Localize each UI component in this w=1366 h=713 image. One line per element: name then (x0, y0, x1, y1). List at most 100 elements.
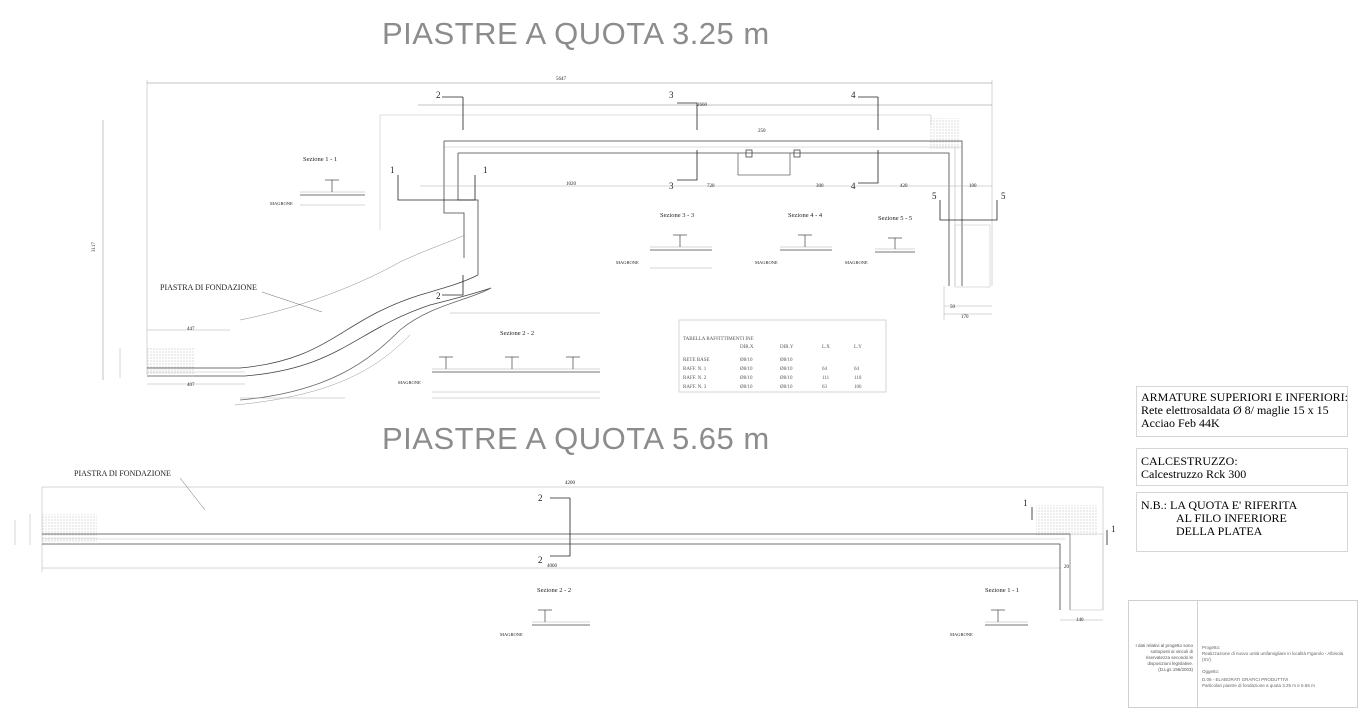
cut-mark-5: 5 (932, 191, 937, 201)
table-header: L.Y (854, 345, 862, 350)
cut-mark-5: 5 (1001, 191, 1006, 201)
dim-250: 250 (758, 129, 766, 134)
progetto-text: Realizzazione di nuovo unità unifamiglia… (1202, 651, 1344, 662)
section-1-1-title: Sezione 1 - 1 (303, 156, 337, 163)
dim-720: 720 (707, 184, 715, 189)
dim-300: 300 (816, 184, 824, 189)
section-details-bottom (532, 609, 1028, 626)
table-cell: 64 (854, 367, 860, 372)
dim-3117: 3117 (92, 242, 97, 252)
section-details-top (300, 179, 915, 399)
cut-mark-2: 2 (538, 493, 543, 503)
magrone-label: MAGRONE (845, 260, 868, 265)
section-1-1-bottom-title: Sezione 1 - 1 (985, 587, 1019, 594)
section-4-4-title: Sezione 4 - 4 (788, 212, 823, 219)
top-plan (102, 80, 998, 406)
table-cell: 63 (822, 385, 828, 390)
cut-mark-3: 3 (669, 181, 674, 191)
magrone-label: MAGRONE (398, 380, 421, 385)
table-cell: Ø8/10 (740, 358, 753, 363)
section-2-2-title: Sezione 2 - 2 (500, 330, 534, 337)
table-cell: RAFF. N. 2 (683, 376, 707, 381)
dim-4060: 4060 (547, 564, 558, 569)
note-armature: ARMATURE SUPERIORI E INFERIORI: Rete ele… (1136, 386, 1348, 437)
cut-mark-4: 4 (851, 181, 856, 191)
dim-overall-bottom: 4200 (565, 481, 576, 486)
note-calcestruzzo: CALCESTRUZZO: Calcestruzzo Rck 300 (1136, 448, 1348, 486)
table-cell: 64 (822, 367, 828, 372)
table-title: TABELLA RAFFITTIMENTI INF. (683, 337, 754, 342)
table-cell: 111 (822, 376, 830, 381)
section-4-4-detail (780, 234, 832, 251)
note-nb: N.B.: LA QUOTA E' RIFERITA AL FILO INFER… (1136, 492, 1348, 552)
table-cell: Ø8/10 (740, 385, 753, 390)
dim-407: 407 (187, 383, 195, 388)
privacy-disclaimer: I dati relativi al progetto sono sottopo… (1135, 643, 1193, 672)
table-header: DIR.X (740, 345, 754, 350)
dim-447: 447 (187, 327, 195, 332)
table-cell: 110 (854, 376, 862, 381)
raffittimenti-table (678, 319, 887, 393)
nb-prefix: N.B.: (1141, 498, 1168, 512)
table-cell: Ø8/10 (780, 358, 793, 363)
section-2-2-detail (432, 356, 600, 399)
table-cell: RAFF. N. 3 (683, 385, 707, 390)
table-header: DIR.Y (780, 345, 794, 350)
magrone-label: MAGRONE (755, 260, 778, 265)
cut-mark-1: 1 (483, 165, 488, 175)
label-piastra-top: PIASTRA DI FONDAZIONE (160, 283, 257, 292)
nb-line2: AL FILO INFERIORE (1176, 511, 1287, 525)
table-text: TABELLA RAFFITTIMENTI INF. DIR.X DIR.Y L… (683, 337, 862, 390)
dim-2660: 2660 (697, 103, 708, 108)
cut-mark-4: 4 (851, 90, 856, 100)
title-block-fields: Progetto: Realizzazione di nuovo unità u… (1197, 601, 1360, 707)
cut-mark-2: 2 (538, 555, 543, 565)
dim-170: 170 (961, 315, 969, 320)
section-3-3-title: Sezione 3 - 3 (660, 212, 694, 219)
cut-mark-2: 2 (436, 291, 441, 301)
table-cell: 106 (854, 385, 862, 390)
nb-line1: LA QUOTA E' RIFERITA (1170, 498, 1298, 512)
cut-mark-1: 1 (390, 165, 395, 175)
dim-140: 140 (1076, 618, 1084, 623)
oggetto-label: Oggetto: (1202, 669, 1220, 674)
progetto-label: Progetto: (1202, 645, 1221, 650)
oggetto-text: Particolari piastre di fondazione a quot… (1202, 683, 1315, 688)
title-quota-565: PIASTRE A QUOTA 5.65 m (382, 421, 770, 456)
cut-mark-3: 3 (669, 90, 674, 100)
table-header: L.X (822, 345, 830, 350)
dim-420: 420 (900, 184, 908, 189)
cut-mark-2: 2 (436, 90, 441, 100)
cut-mark-1: 1 (1111, 524, 1116, 534)
dim-1020: 1020 (566, 182, 577, 187)
magrone-label: MAGRONE (950, 632, 973, 637)
dim-50: 50 (950, 305, 956, 310)
section-2-2-bottom-title: Sezione 2 - 2 (537, 587, 571, 594)
drawing-labels: 5647 2660 1020 720 300 420 100 250 447 4… (74, 77, 1116, 637)
armature-line2: Acciao Feb 44K (1141, 416, 1220, 430)
oggetto-code: D.06 - ELABORATI GRAFICI PRODUTTIVI (1202, 677, 1289, 682)
cls-title: CALCESTRUZZO: (1141, 454, 1238, 468)
section-5-5-detail (875, 237, 915, 253)
magrone-label: MAGRONE (270, 201, 293, 206)
cls-line1: Calcestruzzo Rck 300 (1141, 467, 1247, 481)
table-cell: Ø8/10 (740, 376, 753, 381)
armature-line1: Rete elettrosaldata Ø 8/ maglie 15 x 15 (1141, 403, 1329, 417)
label-piastra-bottom: PIASTRA DI FONDAZIONE (74, 469, 171, 478)
table-cell: Ø8/10 (780, 376, 793, 381)
table-cell: Ø8/10 (780, 367, 793, 372)
table-cell: Ø8/10 (780, 385, 793, 390)
bottom-plan (14, 477, 1108, 621)
table-cell: RAFF. N. 1 (683, 367, 707, 372)
dim-overall-top: 5647 (556, 77, 567, 82)
magrone-label: MAGRONE (616, 260, 639, 265)
table-cell: RETE BASE (683, 358, 710, 363)
magrone-label: MAGRONE (500, 632, 523, 637)
table-cell: Ø8/10 (740, 367, 753, 372)
title-quota-325: PIASTRE A QUOTA 3.25 m (382, 16, 770, 51)
section-3-3-detail (650, 234, 712, 269)
section-5-5-title: Sezione 5 - 5 (878, 215, 912, 222)
nb-line3: DELLA PLATEA (1176, 524, 1263, 538)
title-block: I dati relativi al progetto sono sottopo… (1128, 600, 1358, 708)
